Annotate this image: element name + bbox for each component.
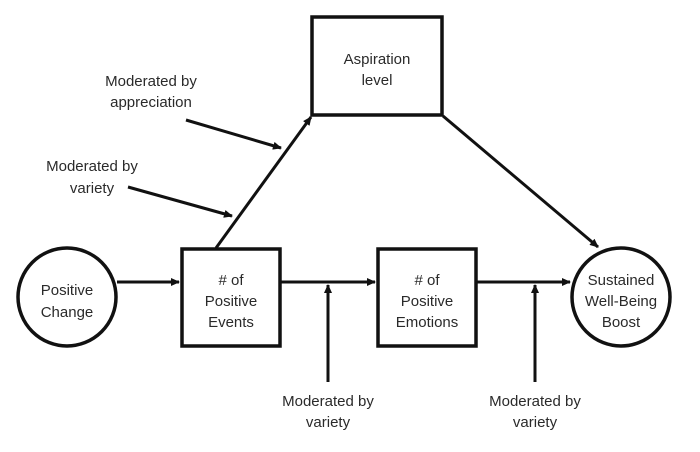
- moderator-label-variety-emotions-boost: Moderated by variety: [489, 393, 581, 431]
- node-label-line: Emotions: [396, 314, 459, 331]
- node-label-line: Well-Being: [585, 293, 657, 310]
- node-sustained-well-being-boost: Sustained Well-Being Boost: [570, 246, 672, 348]
- moderator-arrow-appreciation: [185, 118, 282, 150]
- label-line: variety: [513, 414, 558, 431]
- node-label-line: Positive: [205, 293, 258, 310]
- node-label-line: Aspiration: [344, 51, 411, 68]
- moderator-label-appreciation: Moderated by appreciation: [105, 73, 197, 111]
- node-label-line: # of: [218, 272, 244, 289]
- edge-aspiration-to-boost: [442, 114, 599, 249]
- node-aspiration-level: Aspiration level: [310, 15, 444, 117]
- label-line: appreciation: [110, 94, 192, 111]
- node-label-line: # of: [414, 272, 440, 289]
- node-positive-events: # of Positive Events: [180, 247, 282, 348]
- node-label-line: level: [362, 72, 393, 89]
- moderator-label-variety-aspiration: Moderated by variety: [46, 158, 138, 197]
- node-label-line: Positive: [401, 293, 454, 310]
- label-line: Moderated by: [105, 73, 197, 90]
- label-line: variety: [306, 414, 351, 431]
- node-label-line: Positive: [41, 282, 94, 299]
- node-positive-emotions: # of Positive Emotions: [376, 247, 478, 348]
- moderator-label-variety-events-emotions: Moderated by variety: [282, 393, 374, 431]
- label-line: variety: [70, 180, 115, 197]
- label-line: Moderated by: [282, 393, 374, 410]
- node-label-line: Boost: [602, 314, 641, 331]
- node-label-line: Events: [208, 314, 254, 331]
- label-line: Moderated by: [46, 158, 138, 175]
- node-label-line: Change: [41, 304, 94, 321]
- node-label-line: Sustained: [588, 272, 655, 289]
- moderator-arrow-variety-aspiration: [127, 185, 233, 218]
- node-positive-change: Positive Change: [16, 246, 118, 348]
- label-line: Moderated by: [489, 393, 581, 410]
- edge-events-to-aspiration: [214, 116, 313, 249]
